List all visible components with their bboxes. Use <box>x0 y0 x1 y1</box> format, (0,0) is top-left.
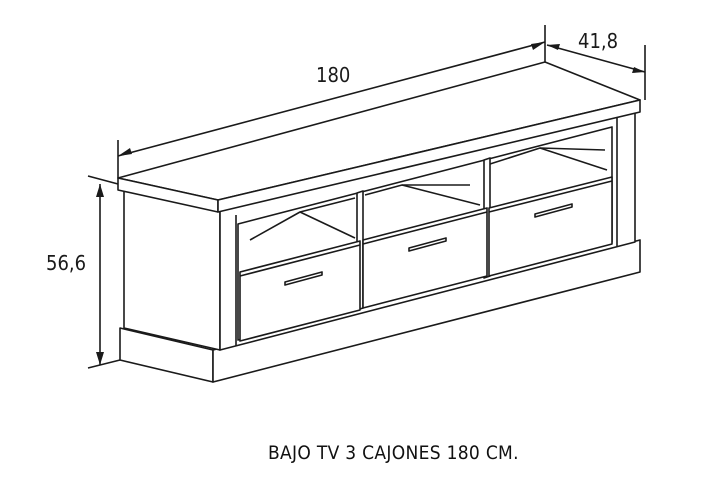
top-slab <box>117 61 641 213</box>
drawer-handle[interactable] <box>408 237 447 252</box>
height-dimension: 56,6 <box>46 175 121 369</box>
depth-label: 41,8 <box>578 29 618 53</box>
left-side-panel <box>123 185 221 351</box>
drawer-handle[interactable] <box>534 203 573 218</box>
depth-dimension: 41,8 <box>546 29 646 100</box>
height-label: 56,6 <box>46 251 86 275</box>
product-caption: BAJO TV 3 CAJONES 180 CM. <box>268 442 519 464</box>
drawer-right[interactable] <box>488 176 613 277</box>
drawer-middle[interactable] <box>362 207 488 309</box>
shelf-back-lines <box>249 147 608 241</box>
width-dimension: 180 <box>117 25 546 178</box>
width-label: 180 <box>316 63 350 87</box>
drawer-handle[interactable] <box>284 271 323 286</box>
drawer-left[interactable] <box>239 240 361 342</box>
